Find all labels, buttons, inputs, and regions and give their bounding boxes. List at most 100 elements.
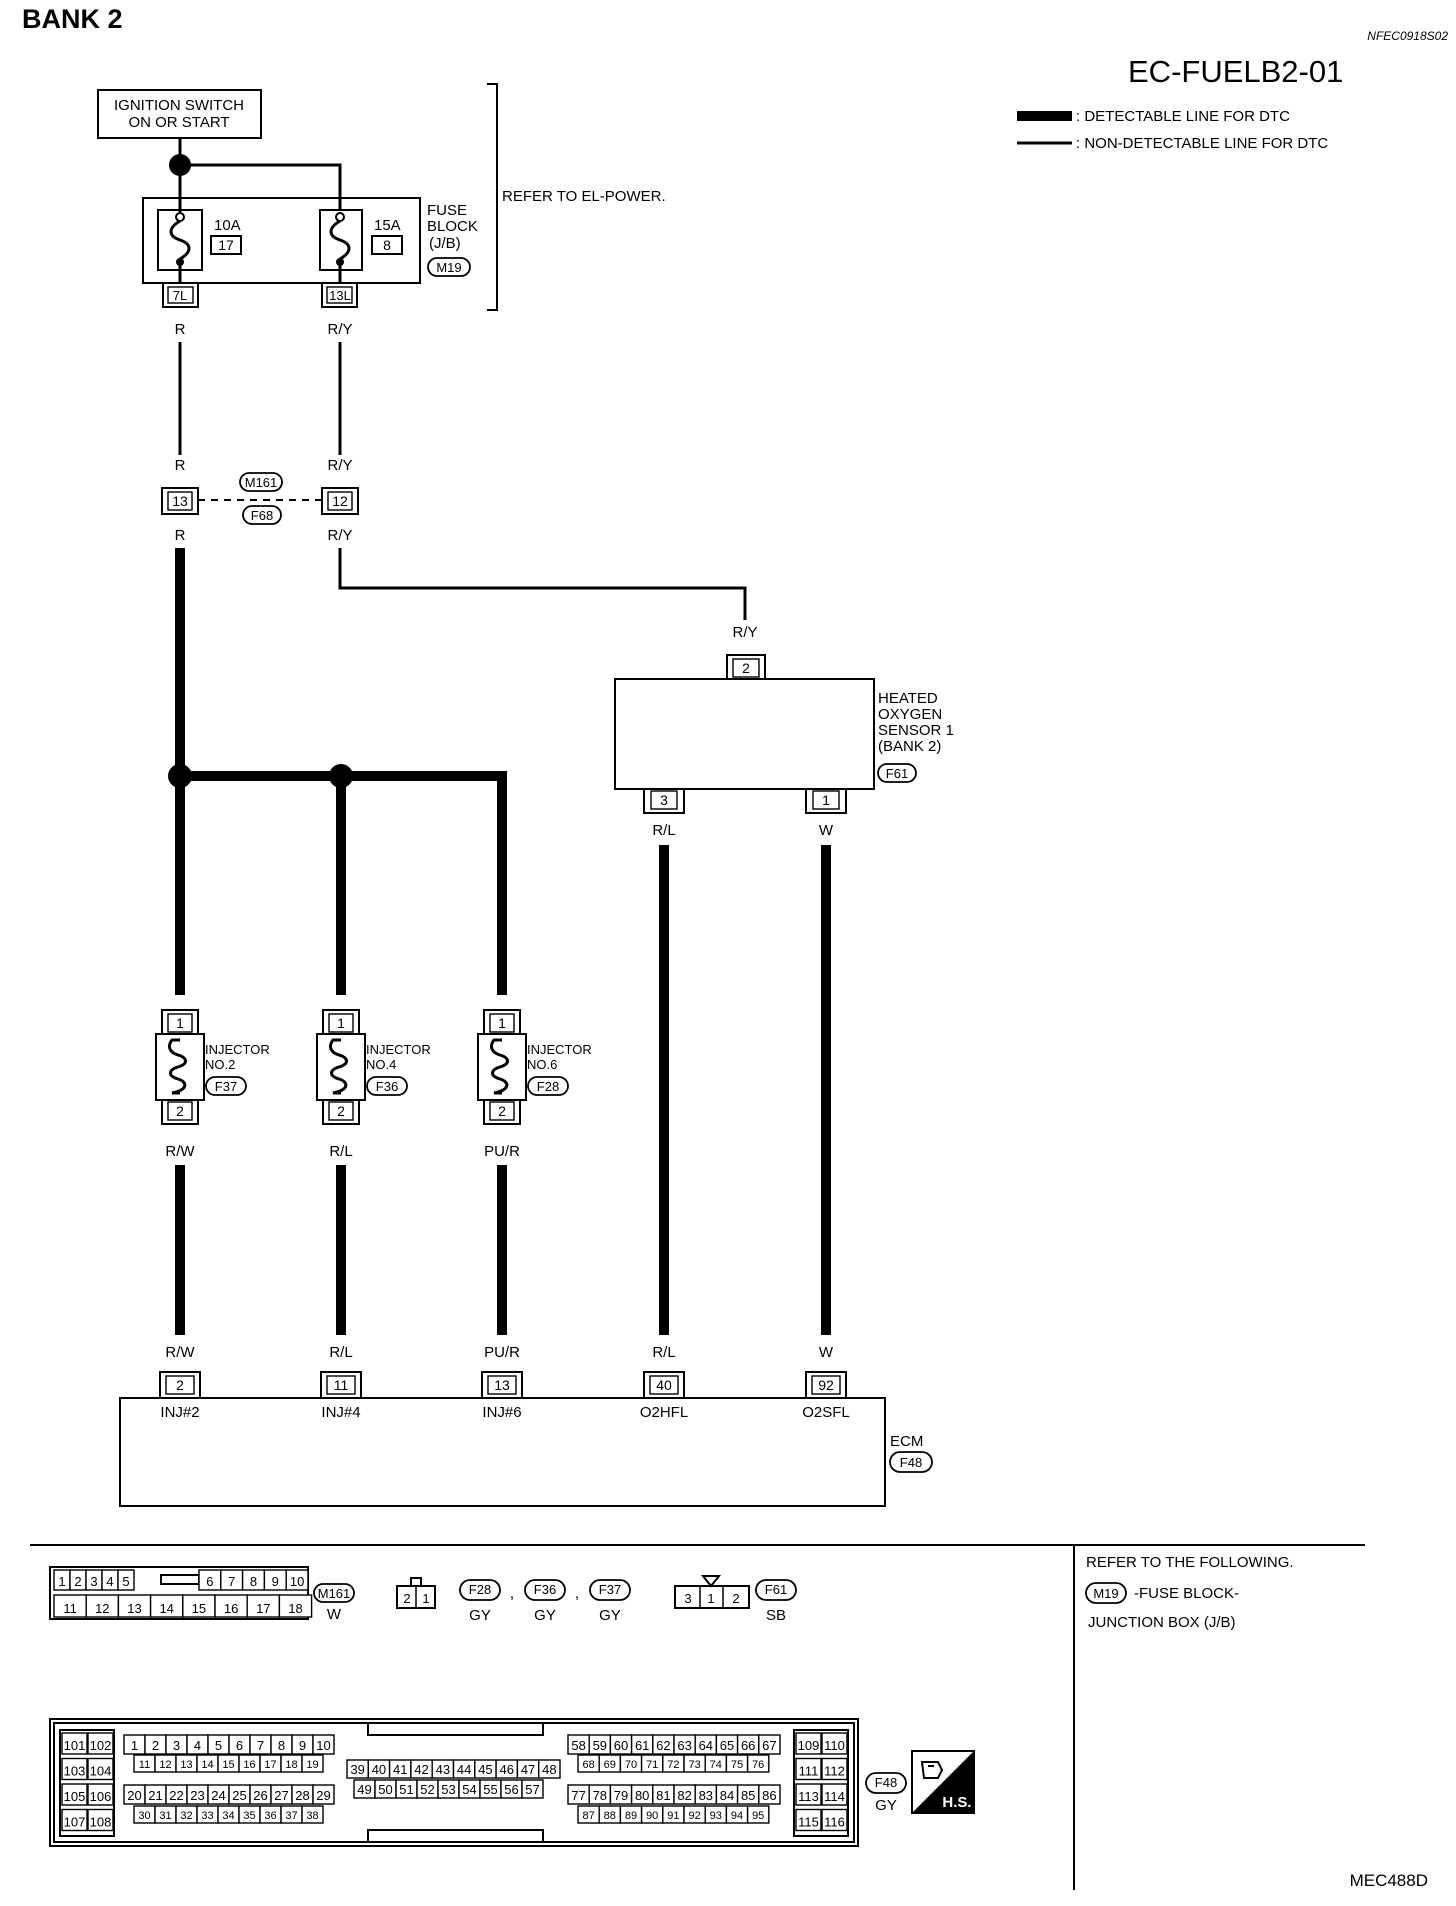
pin-number: 15 bbox=[192, 1601, 206, 1616]
injector-label-line2: NO.2 bbox=[205, 1057, 235, 1072]
legend-detectable: : DETECTABLE LINE FOR DTC bbox=[1076, 108, 1290, 125]
wire-color: R/L bbox=[329, 1344, 352, 1361]
fuse-amp: 10A bbox=[214, 217, 241, 234]
pin-number: 47 bbox=[521, 1762, 535, 1777]
pin-label: 3 bbox=[684, 1591, 691, 1606]
pin-number: 16 bbox=[243, 1759, 255, 1771]
pin-number: 14 bbox=[201, 1759, 213, 1771]
pin-label: 2 bbox=[742, 660, 750, 676]
pin-number: 8 bbox=[250, 1574, 257, 1589]
pin-number: 114 bbox=[824, 1789, 845, 1804]
pin-number: 64 bbox=[699, 1738, 713, 1753]
pin-number: 46 bbox=[500, 1762, 514, 1777]
wire-color: R/L bbox=[652, 1344, 675, 1361]
pin-number: 4 bbox=[194, 1738, 201, 1753]
pin-number: 59 bbox=[593, 1738, 607, 1753]
pin-number: 51 bbox=[399, 1782, 413, 1797]
pin-number: 103 bbox=[64, 1764, 86, 1779]
pin-number: 66 bbox=[741, 1738, 755, 1753]
pin-number: 48 bbox=[542, 1762, 556, 1777]
coil-icon bbox=[168, 1038, 187, 1095]
ecm-pin: 40 bbox=[656, 1377, 672, 1393]
pin-number: 101 bbox=[64, 1738, 86, 1753]
pin-label: 1 bbox=[422, 1591, 429, 1606]
pin-number: 40 bbox=[372, 1762, 386, 1777]
pin-number: 110 bbox=[824, 1738, 845, 1753]
pin-number: 104 bbox=[90, 1764, 112, 1779]
pin-number: 84 bbox=[720, 1788, 734, 1803]
pin-number: 12 bbox=[95, 1601, 109, 1616]
pin-number: 2 bbox=[74, 1574, 81, 1589]
pin-number: 43 bbox=[436, 1762, 450, 1777]
pin-label: 1 bbox=[498, 1015, 506, 1031]
pin-label: 2 bbox=[337, 1103, 345, 1119]
wire-color: R/W bbox=[165, 1143, 195, 1160]
wire-color: R/Y bbox=[327, 321, 352, 338]
ecm-pin: 11 bbox=[334, 1377, 349, 1393]
coil-icon bbox=[329, 1038, 348, 1095]
injector-label-line2: NO.4 bbox=[366, 1057, 396, 1072]
wire-color: R/Y bbox=[732, 624, 757, 641]
injector-label-line1: INJECTOR bbox=[205, 1042, 270, 1057]
pin-number: 37 bbox=[285, 1810, 297, 1822]
pin-cell bbox=[758, 1734, 781, 1755]
pin-number: 26 bbox=[253, 1788, 267, 1803]
ecm-pin: 92 bbox=[818, 1377, 834, 1393]
pin-number: 113 bbox=[798, 1789, 819, 1804]
pin-cell bbox=[301, 1754, 324, 1773]
pin-number: 92 bbox=[688, 1810, 700, 1822]
m161-id: M161 bbox=[318, 1586, 351, 1601]
pin-label: 2 bbox=[732, 1591, 739, 1606]
pin-number: 85 bbox=[741, 1788, 755, 1803]
wire-color: PU/R bbox=[484, 1344, 520, 1361]
pin-number: 19 bbox=[306, 1759, 318, 1771]
harness-side-icon: H.S. bbox=[911, 1750, 975, 1814]
ignition-line1: IGNITION SWITCH bbox=[114, 97, 244, 114]
pin-number: 3 bbox=[173, 1738, 180, 1753]
pin-number: 5 bbox=[122, 1574, 129, 1589]
o2-connector: F61 bbox=[886, 766, 908, 781]
ecm-terminal-name: O2HFL bbox=[640, 1404, 688, 1421]
ecm-box bbox=[119, 1397, 886, 1507]
pin-number: 28 bbox=[295, 1788, 309, 1803]
pin-number: 11 bbox=[63, 1601, 77, 1616]
ignition-line2: ON OR START bbox=[128, 114, 229, 131]
pin-number: 8 bbox=[278, 1738, 285, 1753]
pin-number: 86 bbox=[762, 1788, 776, 1803]
pin-number: 109 bbox=[798, 1738, 820, 1753]
pin-number: 13 bbox=[180, 1759, 192, 1771]
pin-label: 2 bbox=[403, 1591, 410, 1606]
separator: , bbox=[510, 1585, 514, 1602]
pin-number: 87 bbox=[582, 1810, 594, 1822]
pin-number: 94 bbox=[731, 1810, 743, 1822]
pin-number: 112 bbox=[824, 1764, 845, 1779]
pin-number: 93 bbox=[710, 1810, 722, 1822]
inj-conn-id: F28 bbox=[469, 1582, 491, 1597]
pin-number: 95 bbox=[752, 1810, 764, 1822]
inj-conn-color: GY bbox=[469, 1607, 491, 1624]
fuse-block-label1: FUSE bbox=[427, 202, 467, 219]
pin-number: 73 bbox=[688, 1759, 700, 1771]
f48-color: GY bbox=[875, 1797, 897, 1814]
pin-number: 76 bbox=[752, 1759, 764, 1771]
pin-number: 91 bbox=[667, 1810, 679, 1822]
m161-color: W bbox=[327, 1606, 342, 1623]
ecm-connector: F48 bbox=[900, 1455, 922, 1470]
pin-cell bbox=[821, 1783, 848, 1806]
pin-number: 24 bbox=[211, 1788, 225, 1803]
fuse-number: 17 bbox=[218, 237, 234, 253]
pin-cell bbox=[278, 1594, 313, 1618]
pin-number: 54 bbox=[462, 1782, 476, 1797]
pin-number: 53 bbox=[441, 1782, 455, 1797]
ecm-pin: 13 bbox=[494, 1377, 510, 1393]
inj-conn-id: F37 bbox=[599, 1582, 621, 1597]
pin-number: 74 bbox=[710, 1759, 722, 1771]
refer-line1: -FUSE BLOCK- bbox=[1134, 1585, 1239, 1602]
pin-number: 17 bbox=[256, 1601, 270, 1616]
pin-number: 105 bbox=[64, 1789, 86, 1804]
pin-number: 57 bbox=[525, 1782, 539, 1797]
pin-number: 17 bbox=[264, 1759, 276, 1771]
pin-cell bbox=[746, 1805, 770, 1824]
pin-number: 108 bbox=[90, 1815, 112, 1830]
pin-number: 75 bbox=[731, 1759, 743, 1771]
